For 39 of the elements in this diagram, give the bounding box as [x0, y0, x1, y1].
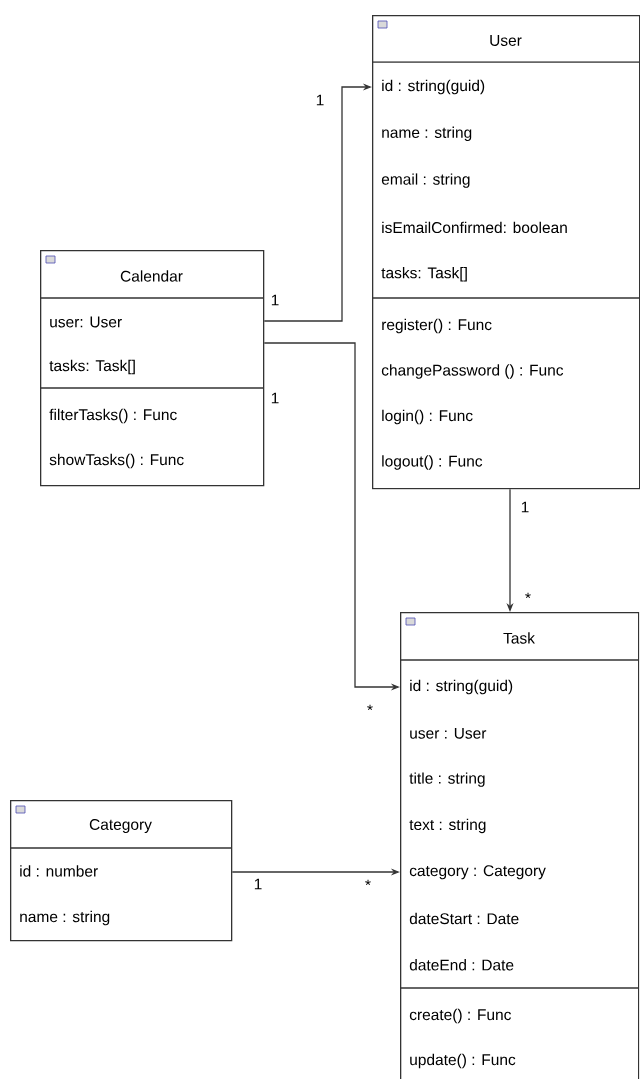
multiplicity-label: * [367, 704, 373, 711]
multiplicity-label: 1 [521, 501, 529, 513]
attribute-text: id : number [20, 865, 98, 877]
method-text: changePassword () : Func [381, 364, 564, 379]
attribute-text: id : string(guid) [382, 79, 485, 95]
multiplicity-label: * [525, 592, 531, 599]
attribute-text: dateEnd : Date [409, 959, 514, 971]
attribute-text: title : string [409, 772, 485, 787]
attribute-text: name : string [382, 126, 472, 142]
class-name: Task [503, 632, 535, 644]
attribute-text: tasks: Task[] [49, 359, 135, 375]
multiplicity-label: * [365, 879, 371, 886]
class-box [399, 612, 640, 1079]
attribute-text: user : User [410, 727, 487, 739]
method-text: logout() : Func [382, 455, 483, 470]
method-text: login() : Func [382, 409, 473, 425]
class-name: Calendar [120, 270, 183, 282]
method-text: create() : Func [409, 1008, 511, 1024]
multiplicity-label: 1 [271, 294, 279, 306]
method-text: filterTasks() : Func [49, 408, 177, 424]
multiplicity-label: 1 [254, 878, 262, 890]
method-text: register() : Func [382, 318, 492, 334]
class-box [39, 250, 265, 487]
attribute-text: isEmailConfirmed: boolean [382, 221, 567, 234]
class-box [9, 800, 233, 942]
attribute-text: dateStart : Date [409, 912, 519, 925]
attribute-text: tasks: Task[] [381, 267, 467, 282]
attribute-text: id : string(guid) [410, 679, 513, 695]
attribute-text: email : string [381, 173, 470, 188]
attribute-text: text : string [409, 818, 486, 834]
class-name: User [490, 35, 522, 46]
attribute-text: user: User [50, 316, 122, 328]
class-name: Category [89, 819, 152, 834]
attribute-text: name : string [20, 910, 110, 926]
multiplicity-label: 1 [316, 94, 324, 106]
method-text: update() : Func [410, 1053, 516, 1069]
method-text: showTasks() : Func [49, 453, 184, 469]
attribute-text: category : Category [409, 865, 546, 880]
class-box [371, 15, 640, 490]
